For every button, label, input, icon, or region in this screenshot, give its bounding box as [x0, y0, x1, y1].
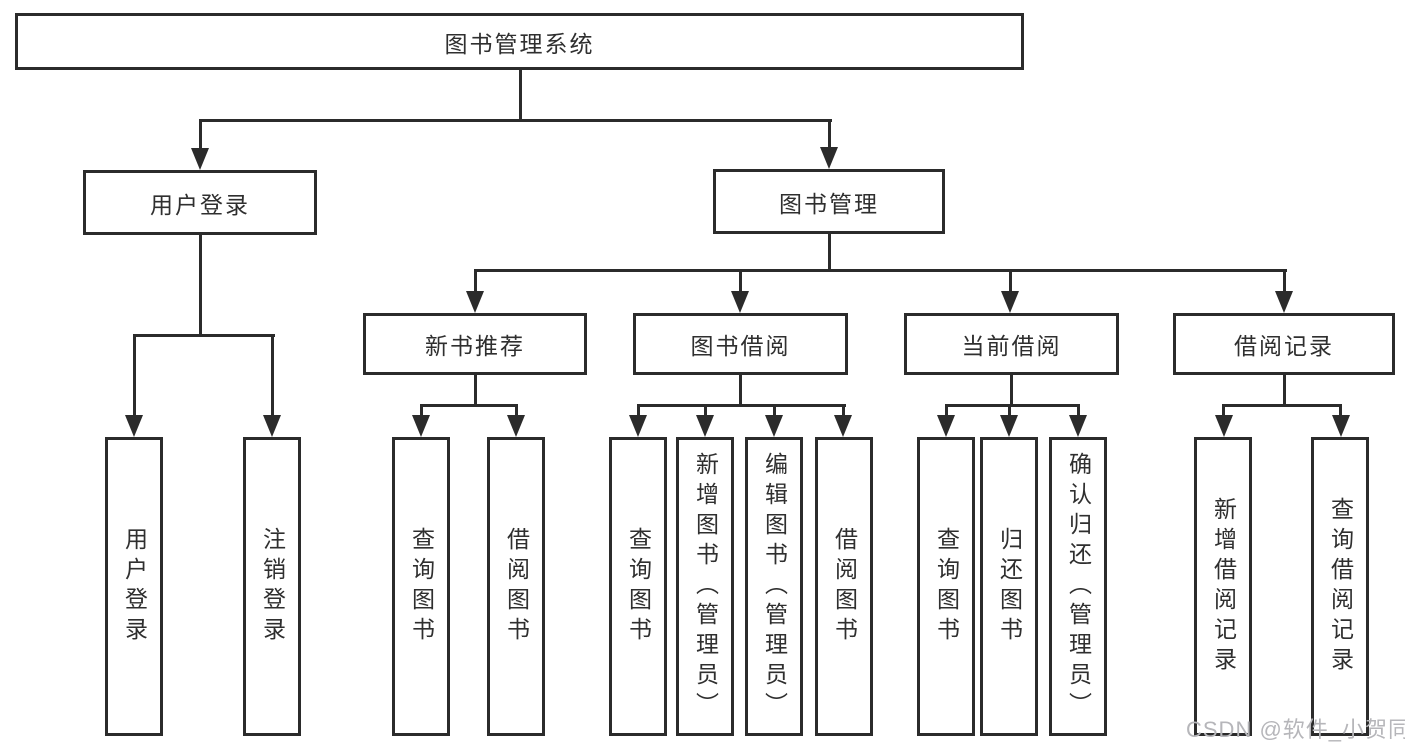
- arrowhead-down-icon: [1000, 415, 1018, 437]
- connector-line: [1222, 404, 1225, 418]
- arrowhead-down-icon: [1275, 291, 1293, 313]
- arrowhead-down-icon: [1001, 291, 1019, 313]
- arrowhead-down-icon: [820, 147, 838, 169]
- leaf-return-book: 归还图书: [980, 437, 1038, 736]
- node-label: 借阅记录: [1234, 333, 1334, 359]
- node-book-management: 图书管理: [713, 169, 945, 234]
- connector-line: [199, 119, 832, 122]
- arrowhead-down-icon: [765, 415, 783, 437]
- leaf-add-borrow-record: 新增借阅记录: [1194, 437, 1252, 736]
- node-borrowing-records: 借阅记录: [1173, 313, 1395, 375]
- connector-line: [739, 375, 742, 407]
- node-label: 图书管理: [779, 190, 879, 217]
- connector-line: [133, 334, 136, 418]
- node-label: 新书推荐: [425, 333, 525, 359]
- leaf-label: 查询借阅记录: [1327, 496, 1354, 677]
- leaf-label: 确认归还（管理员）: [1065, 451, 1092, 722]
- node-current-borrowing: 当前借阅: [904, 313, 1119, 375]
- node-label: 图书借阅: [690, 333, 791, 359]
- connector-line: [199, 235, 202, 337]
- leaf-query-books-current: 查询图书: [917, 437, 975, 736]
- arrowhead-down-icon: [507, 415, 525, 437]
- arrowhead-down-icon: [629, 415, 647, 437]
- connector-line: [828, 234, 831, 272]
- node-label: 用户登录: [150, 191, 250, 218]
- node-label: 当前借阅: [961, 333, 1062, 359]
- connector-line: [1283, 269, 1286, 295]
- connector-line: [842, 404, 845, 418]
- leaf-query-books-recommend: 查询图书: [392, 437, 450, 736]
- connector-line: [1339, 404, 1342, 418]
- connector-line: [945, 404, 948, 418]
- connector-line: [637, 404, 846, 407]
- connector-line: [420, 404, 423, 418]
- leaf-label: 注销登录: [259, 526, 286, 647]
- leaf-query-borrow-record: 查询借阅记录: [1311, 437, 1369, 736]
- leaf-borrow-books-borrowing: 借阅图书: [815, 437, 873, 736]
- connector-line: [1008, 404, 1011, 418]
- leaf-label: 查询图书: [933, 526, 960, 647]
- arrowhead-down-icon: [412, 415, 430, 437]
- leaf-label: 查询图书: [625, 526, 652, 647]
- arrowhead-down-icon: [937, 415, 955, 437]
- connector-line: [519, 70, 522, 121]
- arrowhead-down-icon: [1069, 415, 1087, 437]
- connector-line: [474, 269, 477, 295]
- connector-line: [773, 404, 776, 418]
- arrowhead-down-icon: [1332, 415, 1350, 437]
- connector-line: [1222, 404, 1342, 407]
- connector-line: [704, 404, 707, 418]
- leaf-query-books-borrowing: 查询图书: [609, 437, 667, 736]
- node-library-management-system: 图书管理系统: [15, 13, 1024, 70]
- connector-line: [637, 404, 640, 418]
- leaf-logout: 注销登录: [243, 437, 301, 736]
- connector-line: [945, 404, 1080, 407]
- leaf-borrow-books-recommend: 借阅图书: [487, 437, 545, 736]
- leaf-confirm-return-admin: 确认归还（管理员）: [1049, 437, 1107, 736]
- leaf-add-book-admin: 新增图书（管理员）: [676, 437, 734, 736]
- connector-line: [1009, 269, 1012, 295]
- arrowhead-down-icon: [466, 291, 484, 313]
- connector-line: [1010, 375, 1013, 407]
- leaf-label: 编辑图书（管理员）: [761, 451, 788, 722]
- arrowhead-down-icon: [696, 415, 714, 437]
- connector-line: [739, 269, 742, 295]
- node-label: 图书管理系统: [444, 30, 595, 57]
- arrowhead-down-icon: [191, 148, 209, 170]
- node-user-login: 用户登录: [83, 170, 317, 235]
- arrowhead-down-icon: [834, 415, 852, 437]
- connector-line: [828, 119, 831, 151]
- leaf-label: 归还图书: [996, 526, 1023, 647]
- connector-line: [1283, 375, 1286, 407]
- leaf-label: 新增借阅记录: [1210, 496, 1237, 677]
- node-book-borrowing: 图书借阅: [633, 313, 848, 375]
- leaf-edit-book-admin: 编辑图书（管理员）: [745, 437, 803, 736]
- leaf-label: 新增图书（管理员）: [692, 451, 719, 722]
- arrowhead-down-icon: [1215, 415, 1233, 437]
- node-new-book-recommend: 新书推荐: [363, 313, 587, 375]
- leaf-label: 借阅图书: [831, 526, 858, 647]
- connector-line: [515, 404, 518, 418]
- connector-line: [1077, 404, 1080, 418]
- leaf-label: 查询图书: [408, 526, 435, 647]
- arrowhead-down-icon: [731, 291, 749, 313]
- leaf-label: 借阅图书: [503, 526, 530, 647]
- connector-line: [133, 334, 275, 337]
- connector-line: [271, 334, 274, 418]
- leaf-label: 用户登录: [121, 526, 148, 647]
- connector-line: [199, 119, 202, 151]
- arrowhead-down-icon: [125, 415, 143, 437]
- connector-line: [420, 404, 518, 407]
- leaf-user-login: 用户登录: [105, 437, 163, 736]
- connector-line: [474, 269, 1287, 272]
- csdn-watermark: CSDN @软件_小贺同学: [1186, 717, 1405, 742]
- arrowhead-down-icon: [263, 415, 281, 437]
- connector-line: [474, 375, 477, 407]
